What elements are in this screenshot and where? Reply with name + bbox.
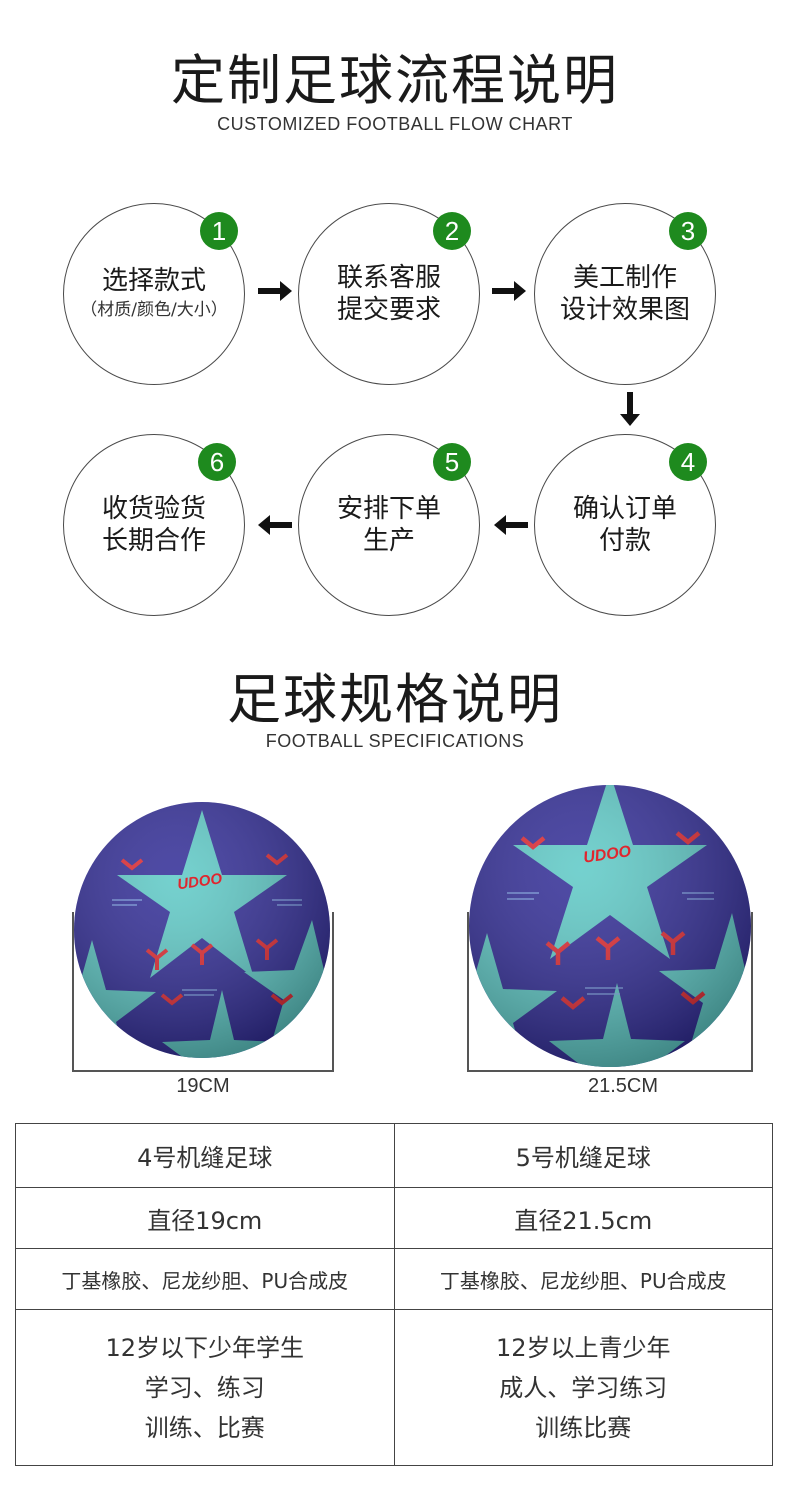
flow-step-5: 安排下单 生产 5 xyxy=(298,434,480,616)
ball-brand-logo: UDOO xyxy=(582,843,632,867)
table-cell-model: 5号机缝足球 xyxy=(393,1123,773,1188)
dimension-line-right xyxy=(332,912,334,1072)
usage-line: 学习、练习 xyxy=(144,1373,265,1402)
table-cell-diameter: 直径21.5cm xyxy=(393,1187,773,1249)
usage-line: 成人、学习练习 xyxy=(499,1373,668,1402)
dimension-line-bottom xyxy=(72,1070,334,1072)
step-4-line2: 付款 xyxy=(598,526,651,556)
dimension-line-right xyxy=(751,912,753,1072)
usage-line: 训练、比赛 xyxy=(144,1413,265,1442)
table-cell-material: 丁基橡胶、尼龙纱胆、PU合成皮 xyxy=(393,1248,773,1310)
dimension-line-bottom xyxy=(467,1070,753,1072)
step-2-number-badge: 2 xyxy=(433,212,471,250)
step-1-number-badge: 1 xyxy=(200,212,238,250)
ball-size4-diameter-label: 19CM xyxy=(176,1075,230,1097)
table-cell-material: 丁基橡胶、尼龙纱胆、PU合成皮 xyxy=(15,1248,395,1310)
spec-table: 4号机缝足球 5号机缝足球 直径19cm 直径21.5cm 丁基橡胶、尼龙纱胆、… xyxy=(15,1123,773,1466)
arrow-right-icon xyxy=(258,281,292,301)
table-row: 12岁以下少年学生 学习、练习 训练、比赛 12岁以上青少年 成人、学习练习 训… xyxy=(15,1309,773,1466)
arrow-down-icon xyxy=(620,392,640,426)
table-cell-usage: 12岁以下少年学生 学习、练习 训练、比赛 xyxy=(15,1309,395,1466)
flow-step-4: 确认订单 付款 4 xyxy=(534,434,716,616)
arrow-left-icon xyxy=(258,515,292,535)
step-1-line1: 选择款式 xyxy=(101,266,206,296)
step-4-line1: 确认订单 xyxy=(572,494,677,524)
step-3-line1: 美工制作 xyxy=(572,263,677,293)
step-6-line2: 长期合作 xyxy=(101,526,206,556)
specs-title: 足球规格说明 xyxy=(227,668,563,731)
flow-step-6: 收货验货 长期合作 6 xyxy=(63,434,245,616)
step-2-line2: 提交要求 xyxy=(336,295,441,325)
ball-size5-diameter-label: 21.5CM xyxy=(587,1075,659,1097)
dimension-line-left xyxy=(467,912,469,1072)
step-6-number-badge: 6 xyxy=(198,443,236,481)
ball-brand-logo: UDOO xyxy=(176,870,223,893)
flow-step-2: 联系客服 提交要求 2 xyxy=(298,203,480,385)
step-6-line1: 收货验货 xyxy=(101,494,206,524)
step-4-number-badge: 4 xyxy=(669,443,707,481)
step-3-line2: 设计效果图 xyxy=(559,295,690,325)
flow-step-3: 美工制作 设计效果图 3 xyxy=(534,203,716,385)
table-cell-diameter: 直径19cm xyxy=(15,1187,395,1249)
table-cell-usage: 12岁以上青少年 成人、学习练习 训练比赛 xyxy=(393,1309,773,1466)
step-2-line1: 联系客服 xyxy=(336,263,441,293)
usage-line: 训练比赛 xyxy=(535,1413,632,1442)
football-size4-image: UDOO xyxy=(74,802,330,1058)
step-5-line1: 安排下单 xyxy=(336,494,441,524)
football-size5-image: UDOO xyxy=(469,785,751,1067)
specs-subtitle: FOOTBALL SPECIFICATIONS xyxy=(265,731,525,751)
flow-step-1: 选择款式 （材质/颜色/大小） 1 xyxy=(63,203,245,385)
step-1-sub: （材质/颜色/大小） xyxy=(80,300,228,320)
flow-subtitle: CUSTOMIZED FOOTBALL FLOW CHART xyxy=(217,114,573,134)
step-3-number-badge: 3 xyxy=(669,212,707,250)
step-5-number-badge: 5 xyxy=(433,443,471,481)
usage-line: 12岁以下少年学生 xyxy=(105,1333,305,1362)
dimension-line-left xyxy=(72,912,74,1072)
arrow-left-icon xyxy=(494,515,528,535)
table-row: 丁基橡胶、尼龙纱胆、PU合成皮 丁基橡胶、尼龙纱胆、PU合成皮 xyxy=(15,1248,773,1310)
table-row: 4号机缝足球 5号机缝足球 xyxy=(15,1123,773,1188)
table-cell-model: 4号机缝足球 xyxy=(15,1123,395,1188)
table-row: 直径19cm 直径21.5cm xyxy=(15,1187,773,1249)
arrow-right-icon xyxy=(492,281,526,301)
usage-line: 12岁以上青少年 xyxy=(495,1333,671,1362)
step-5-line2: 生产 xyxy=(362,526,415,556)
flow-title: 定制足球流程说明 xyxy=(171,49,619,112)
